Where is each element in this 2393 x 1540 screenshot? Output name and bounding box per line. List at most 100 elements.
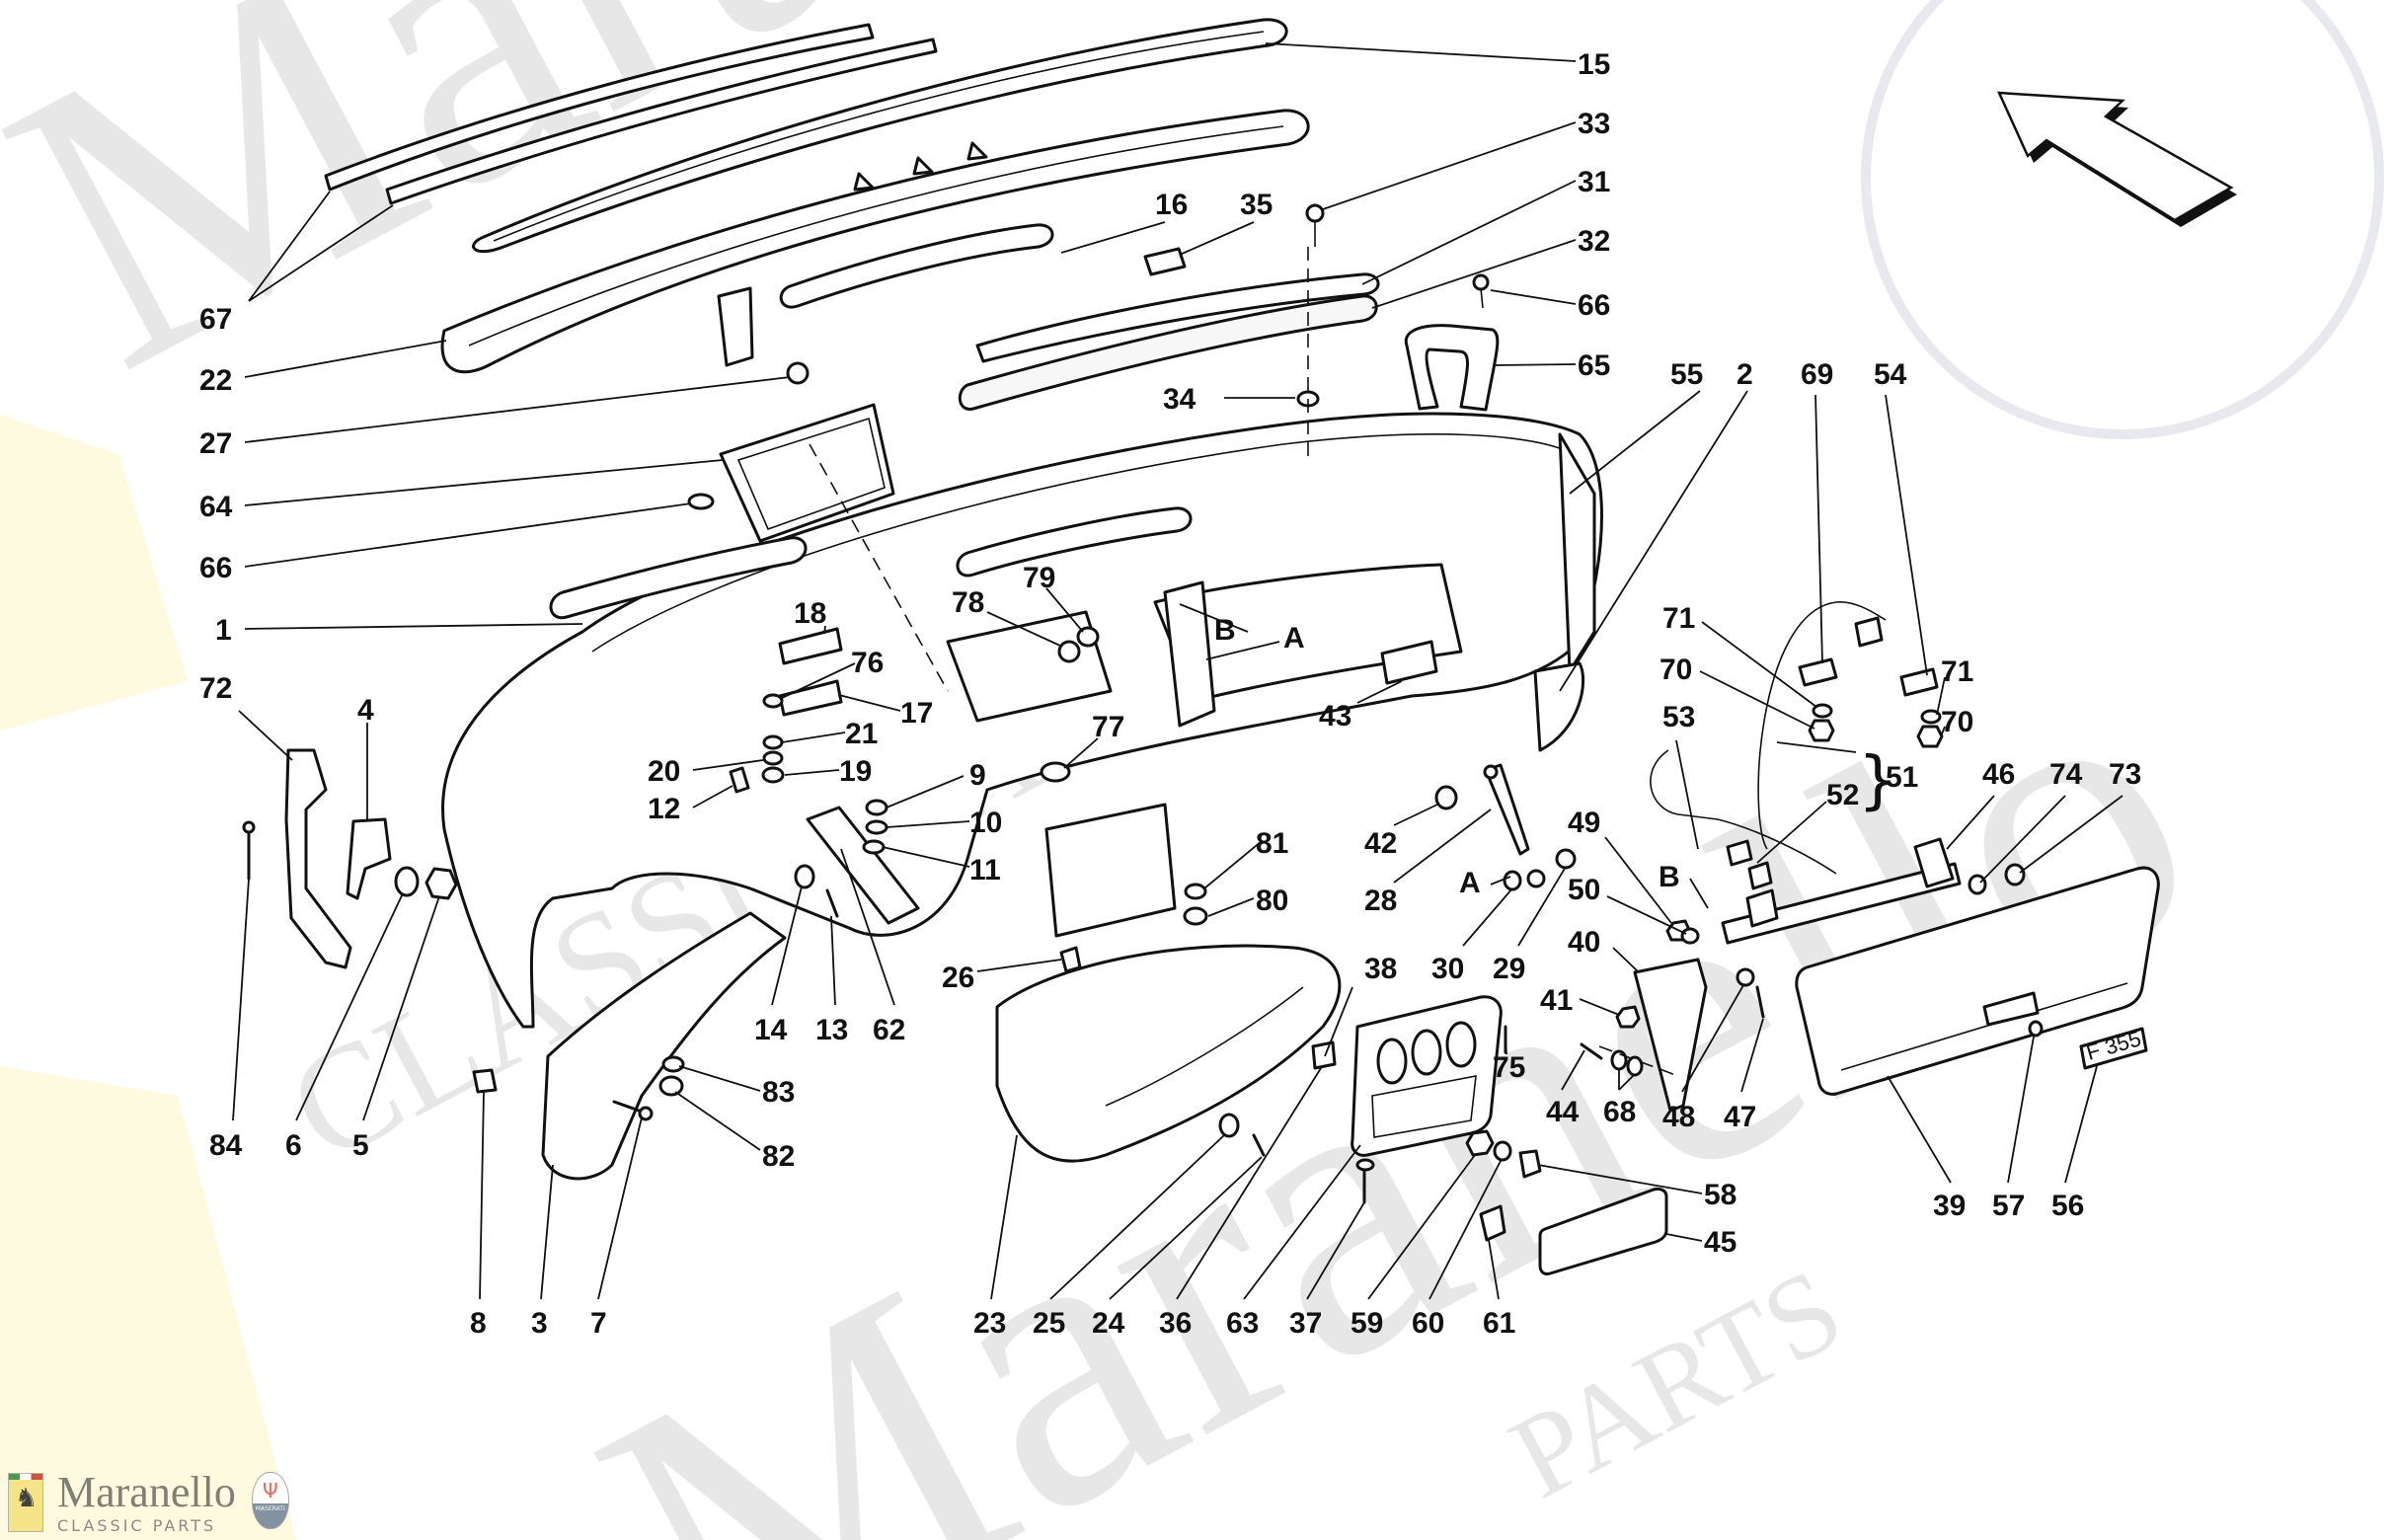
callout-14[interactable]: 14 bbox=[754, 1014, 788, 1046]
callout-60[interactable]: 60 bbox=[1412, 1307, 1444, 1340]
callout-26[interactable]: 26 bbox=[942, 962, 974, 994]
callout-81[interactable]: 81 bbox=[1256, 827, 1288, 860]
callout-13[interactable]: 13 bbox=[815, 1014, 848, 1046]
callout-29[interactable]: 29 bbox=[1493, 953, 1525, 985]
callout-20[interactable]: 20 bbox=[648, 755, 680, 788]
callout-10[interactable]: 10 bbox=[969, 807, 1002, 839]
callout-5[interactable]: 5 bbox=[352, 1129, 369, 1162]
callout-48[interactable]: 48 bbox=[1662, 1101, 1695, 1133]
callout-83[interactable]: 83 bbox=[762, 1076, 795, 1109]
callout-31[interactable]: 31 bbox=[1578, 166, 1610, 198]
callout-57[interactable]: 57 bbox=[1992, 1190, 2025, 1222]
callout-45[interactable]: 45 bbox=[1704, 1226, 1737, 1259]
callout-12[interactable]: 12 bbox=[648, 793, 680, 825]
callout-64[interactable]: 64 bbox=[199, 491, 233, 523]
callout-40[interactable]: 40 bbox=[1568, 926, 1600, 959]
callout-54[interactable]: 54 bbox=[1874, 358, 1907, 391]
callout-34[interactable]: 34 bbox=[1163, 383, 1196, 416]
callout-84[interactable]: 84 bbox=[209, 1129, 243, 1162]
callout-22[interactable]: 22 bbox=[199, 364, 232, 397]
screw-27-head bbox=[786, 361, 810, 385]
callout-24[interactable]: 24 bbox=[1092, 1307, 1125, 1340]
part-42-plug bbox=[1434, 785, 1458, 810]
logo-subtitle: CLASSIC PARTS bbox=[57, 1516, 217, 1535]
callout-50[interactable]: 50 bbox=[1568, 874, 1600, 906]
callout-30[interactable]: 30 bbox=[1431, 953, 1464, 985]
callout-7[interactable]: 7 bbox=[590, 1307, 607, 1340]
callout-46[interactable]: 46 bbox=[1982, 758, 2015, 791]
callout-58[interactable]: 58 bbox=[1704, 1179, 1737, 1211]
callout-82[interactable]: 82 bbox=[762, 1140, 795, 1173]
callout-79[interactable]: 79 bbox=[1023, 562, 1055, 594]
callout-33[interactable]: 33 bbox=[1578, 108, 1610, 140]
callout-71-right[interactable]: 71 bbox=[1941, 655, 1973, 688]
callout-11[interactable]: 11 bbox=[969, 854, 1001, 886]
callout-52[interactable]: 52 bbox=[1826, 779, 1859, 811]
callout-25[interactable]: 25 bbox=[1033, 1307, 1065, 1340]
leader-lines bbox=[232, 42, 2123, 1300]
callout-62[interactable]: 62 bbox=[873, 1014, 905, 1046]
callout-70-left[interactable]: 70 bbox=[1660, 654, 1692, 686]
callout-66-left[interactable]: 66 bbox=[199, 552, 232, 584]
callout-36[interactable]: 36 bbox=[1159, 1307, 1192, 1340]
callout-2[interactable]: 2 bbox=[1737, 358, 1753, 391]
callout-39[interactable]: 39 bbox=[1933, 1190, 1966, 1222]
callout-43[interactable]: 43 bbox=[1319, 700, 1351, 732]
callout-38[interactable]: 38 bbox=[1364, 953, 1397, 985]
maserati-label: MASERATI bbox=[255, 1505, 285, 1512]
callout-17[interactable]: 17 bbox=[900, 697, 933, 730]
callout-9[interactable]: 9 bbox=[969, 759, 986, 792]
callout-8[interactable]: 8 bbox=[470, 1307, 487, 1340]
callout-23[interactable]: 23 bbox=[973, 1307, 1006, 1340]
callout-69[interactable]: 69 bbox=[1801, 358, 1833, 391]
callout-6[interactable]: 6 bbox=[285, 1129, 302, 1162]
callout-21[interactable]: 21 bbox=[845, 718, 878, 750]
dash-end-panel-55 bbox=[1558, 432, 1596, 673]
callout-4[interactable]: 4 bbox=[357, 694, 374, 727]
callout-75[interactable]: 75 bbox=[1493, 1051, 1525, 1084]
callout-65[interactable]: 65 bbox=[1578, 349, 1610, 382]
callout-19[interactable]: 19 bbox=[839, 755, 872, 788]
part-35-clip bbox=[1143, 247, 1187, 276]
callout-68[interactable]: 68 bbox=[1603, 1096, 1636, 1128]
callout-63[interactable]: 63 bbox=[1226, 1307, 1259, 1340]
callout-41[interactable]: 41 bbox=[1540, 984, 1573, 1017]
callout-66-right[interactable]: 66 bbox=[1578, 289, 1610, 322]
callout-15[interactable]: 15 bbox=[1578, 48, 1610, 81]
callout-44[interactable]: 44 bbox=[1546, 1096, 1580, 1128]
view-direction-arrow bbox=[1997, 91, 2237, 227]
callout-1[interactable]: 1 bbox=[215, 614, 232, 647]
callout-32[interactable]: 32 bbox=[1578, 225, 1610, 258]
callout-53[interactable]: 53 bbox=[1662, 701, 1695, 733]
callout-71-left[interactable]: 71 bbox=[1662, 602, 1695, 635]
callout-72[interactable]: 72 bbox=[199, 672, 232, 705]
callout-3[interactable]: 3 bbox=[531, 1307, 548, 1340]
callout-67[interactable]: 67 bbox=[199, 303, 232, 336]
part-48-47-washer-screw bbox=[1736, 967, 1765, 1019]
callout-73[interactable]: 73 bbox=[2109, 758, 2141, 791]
callout-27[interactable]: 27 bbox=[199, 427, 232, 460]
callout-55[interactable]: 55 bbox=[1670, 358, 1703, 391]
callout-18[interactable]: 18 bbox=[794, 597, 826, 630]
callout-42[interactable]: 42 bbox=[1364, 827, 1397, 860]
marker-a-upper[interactable]: A bbox=[1283, 622, 1305, 654]
callout-51[interactable]: 51 bbox=[1886, 761, 1918, 794]
marker-b-lower[interactable]: B bbox=[1659, 861, 1680, 893]
callout-16[interactable]: 16 bbox=[1155, 189, 1188, 221]
callout-61[interactable]: 61 bbox=[1483, 1307, 1515, 1340]
callout-76[interactable]: 76 bbox=[851, 647, 884, 679]
callout-56[interactable]: 56 bbox=[2051, 1190, 2084, 1222]
callout-49[interactable]: 49 bbox=[1568, 807, 1600, 839]
callout-78[interactable]: 78 bbox=[952, 586, 984, 619]
marker-b-upper[interactable]: B bbox=[1214, 614, 1236, 647]
callout-35[interactable]: 35 bbox=[1240, 189, 1273, 221]
callout-47[interactable]: 47 bbox=[1724, 1101, 1756, 1133]
callout-37[interactable]: 37 bbox=[1289, 1307, 1322, 1340]
callout-77[interactable]: 77 bbox=[1092, 711, 1124, 743]
callout-28[interactable]: 28 bbox=[1364, 885, 1397, 917]
marker-a-lower[interactable]: A bbox=[1459, 867, 1481, 899]
callout-80[interactable]: 80 bbox=[1256, 885, 1288, 917]
callout-70-right[interactable]: 70 bbox=[1941, 706, 1973, 738]
callout-59[interactable]: 59 bbox=[1351, 1307, 1383, 1340]
callout-74[interactable]: 74 bbox=[2049, 758, 2083, 791]
